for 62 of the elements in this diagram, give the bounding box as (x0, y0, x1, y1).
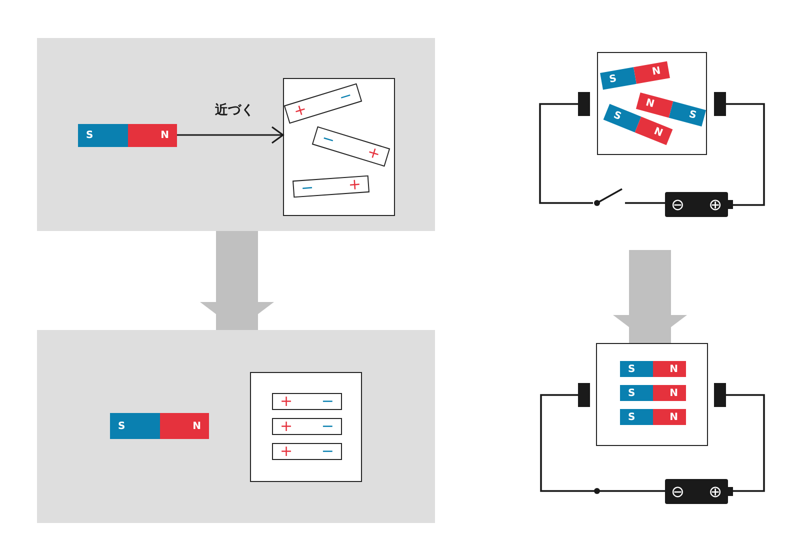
switch-symbol (593, 186, 625, 207)
pole-letter: N (670, 412, 678, 422)
pole-letter: N (644, 97, 656, 110)
wire (539, 103, 593, 204)
sample-box (283, 78, 395, 216)
charge-sign: − (320, 130, 337, 150)
charge-sign: + (348, 176, 362, 193)
electrode (714, 92, 726, 116)
electrode (578, 383, 590, 407)
pole-letter: N (670, 388, 678, 398)
pole-letter: S (612, 110, 623, 123)
bar-magnet (600, 61, 670, 90)
pole-letter: S (118, 420, 126, 432)
pole-letter: S (608, 73, 618, 86)
wire (726, 103, 765, 206)
pole-letter: N (670, 364, 678, 374)
magnetic-domain (272, 393, 342, 410)
sample-box (250, 372, 362, 482)
wire (726, 394, 765, 492)
magnetic-domain (272, 418, 342, 435)
arrow (177, 126, 284, 144)
pole-letter: S (86, 130, 94, 141)
magnetic-domain (272, 443, 342, 460)
bar-magnet (620, 409, 686, 425)
edge-label: 近づく (215, 102, 254, 119)
terminal-sign: ⊖ (671, 194, 684, 216)
wire (540, 394, 665, 494)
scene-panel (37, 330, 435, 523)
terminal-sign: ⊕ (708, 194, 722, 216)
pole-letter: S (628, 364, 636, 374)
pole-letter: S (628, 412, 636, 422)
bar-magnet (620, 385, 686, 401)
charge-sign: + (280, 444, 293, 459)
terminal-sign: ⊕ (708, 480, 722, 502)
electrode (714, 383, 726, 407)
pole-letter: N (192, 420, 201, 432)
charge-sign: − (321, 444, 334, 459)
bar-magnet (78, 124, 177, 147)
pole-letter: N (651, 66, 662, 78)
charge-sign: + (280, 419, 293, 434)
charge-sign: − (321, 419, 334, 434)
electrode (578, 92, 590, 116)
charge-sign: − (337, 86, 354, 107)
pole-letter: N (652, 126, 664, 140)
charge-sign: + (280, 394, 293, 409)
charge-sign: − (300, 180, 314, 196)
pole-letter: S (688, 109, 698, 122)
charge-sign: + (365, 143, 382, 164)
block-arrow (613, 250, 687, 343)
terminal-sign: ⊖ (671, 480, 684, 502)
block-arrow (200, 231, 274, 330)
charge-sign: − (321, 394, 334, 409)
sample-box (596, 343, 708, 446)
magnetic-domain (292, 175, 370, 198)
charge-sign: + (292, 100, 309, 120)
scene-panel (37, 38, 435, 231)
pole-letter: S (628, 388, 636, 398)
wire (625, 202, 665, 204)
sample-box (597, 52, 707, 155)
bar-magnet (110, 413, 209, 439)
pole-letter: N (160, 130, 169, 141)
bar-magnet (620, 361, 686, 377)
